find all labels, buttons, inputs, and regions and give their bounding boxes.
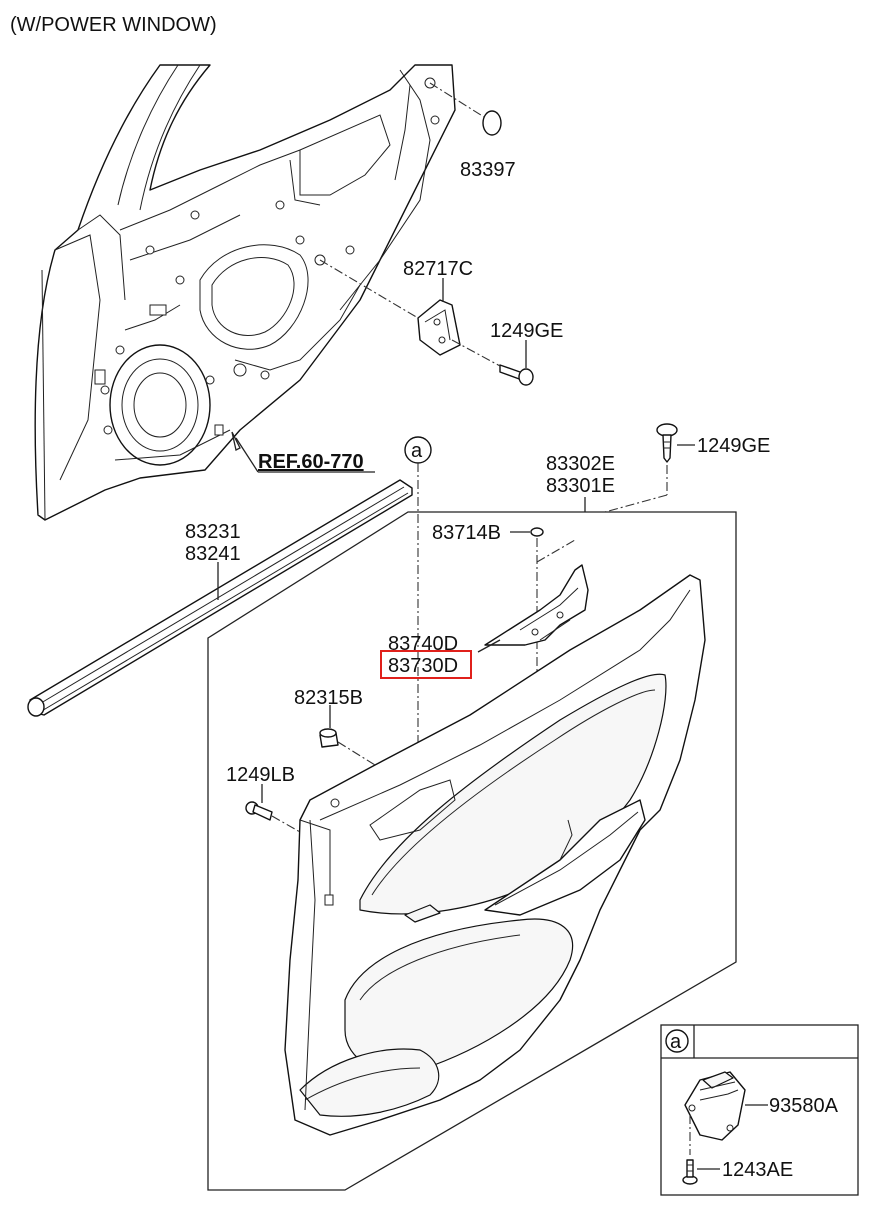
door-trim-panel [284,574,706,1136]
weatherstrip-83231: 83231 83241 [27,479,413,717]
part-label-82717C: 82717C [403,258,473,280]
part-label-83730D: 83730D [388,655,458,677]
screw-1249GE-lower: 1249GE [604,423,770,513]
part-label-1249GE-upper: 1249GE [490,320,563,342]
screw-1243AE: 1243AE [682,1159,793,1185]
power-window-switch-93580A: 93580A [684,1071,839,1155]
part-label-83231: 83231 [185,521,241,543]
assembly-outline [207,511,737,1191]
part-label-83740D: 83740D [388,633,458,655]
marker-a-text: a [411,440,423,462]
door-frame-illustration [34,64,456,521]
part-label-93580A: 93580A [769,1095,839,1117]
part-label-82315B: 82315B [294,687,363,709]
reference-callout: REF.60-770 [231,431,375,473]
bracket-82717C: 82717C [319,258,473,356]
inset-marker-a-text: a [670,1031,682,1053]
part-label-83714B: 83714B [432,522,501,544]
part-label-83397: 83397 [460,159,516,181]
inside-handle-assembly: 83740D 83730D [380,539,589,679]
inset-detail-box: a 93580A 1243AE [660,1024,859,1196]
part-label-1243AE: 1243AE [722,1159,793,1181]
part-label-83241: 83241 [185,543,241,565]
part-label-1249GE-lower: 1249GE [697,435,770,457]
diagram-title: (W/POWER WINDOW) [10,14,217,36]
screw-1249LB: 1249LB [226,764,301,833]
part-label-83301E: 83301E [546,475,615,497]
part-label-83302E: 83302E [546,453,615,475]
bolt-1249GE-upper: 1249GE [451,320,563,386]
trim-panel-labels: 83302E 83301E [546,453,615,512]
ref-label: REF.60-770 [258,451,364,473]
plug-83397: 83397 [429,82,516,181]
part-label-1249LB: 1249LB [226,764,295,786]
highlight-box-83730D [380,650,472,679]
clip-82315B: 82315B [294,687,376,766]
